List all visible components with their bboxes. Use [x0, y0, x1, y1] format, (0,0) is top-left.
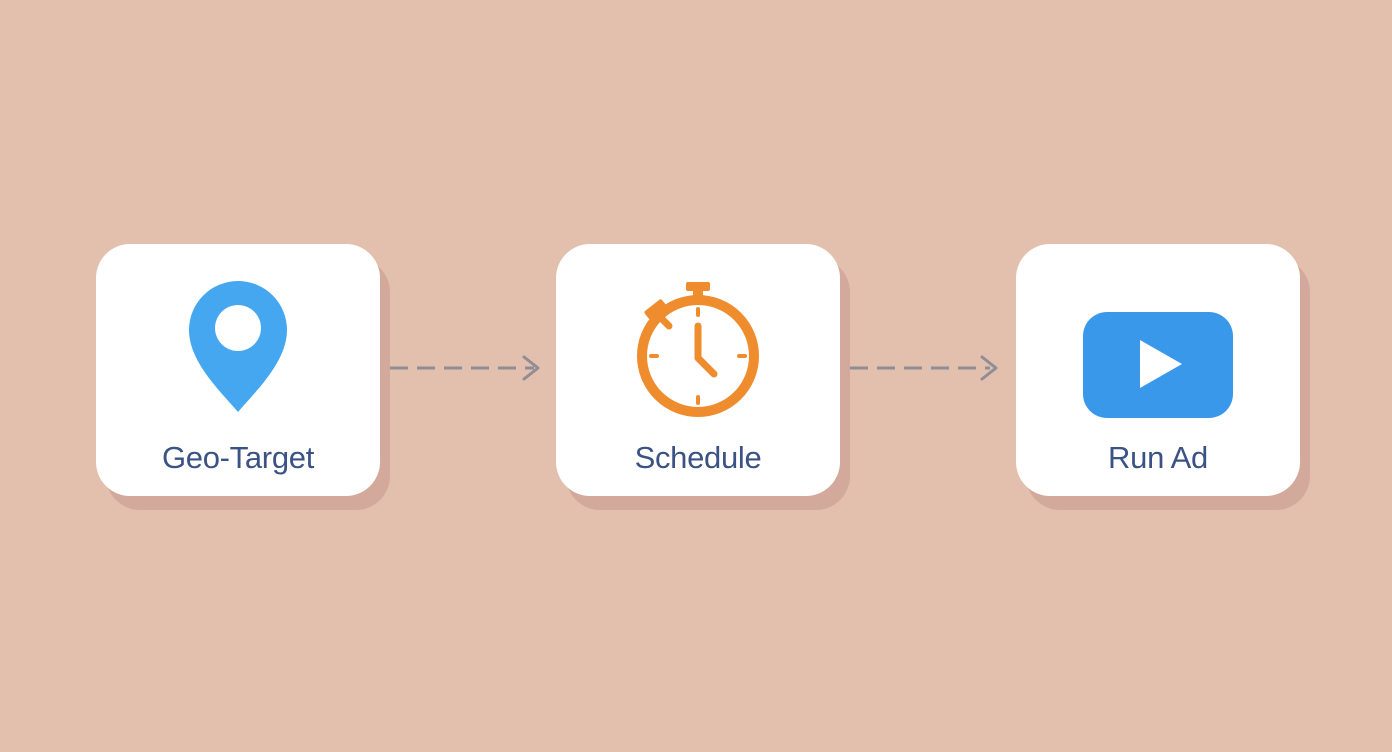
step-card-geo-target: Geo-Target — [96, 244, 380, 496]
step-card-schedule: Schedule — [556, 244, 840, 496]
step-label: Schedule — [634, 440, 762, 475]
step-card-run-ad: Run Ad — [1016, 244, 1300, 496]
stopwatch-icon — [556, 280, 840, 420]
dashed-arrow-connector — [850, 355, 998, 381]
video-play-icon — [1016, 280, 1300, 420]
map-pin-icon — [96, 280, 380, 420]
dashed-arrow-connector — [390, 355, 540, 381]
step-label: Geo-Target — [161, 440, 315, 475]
step-label: Run Ad — [1108, 440, 1208, 475]
